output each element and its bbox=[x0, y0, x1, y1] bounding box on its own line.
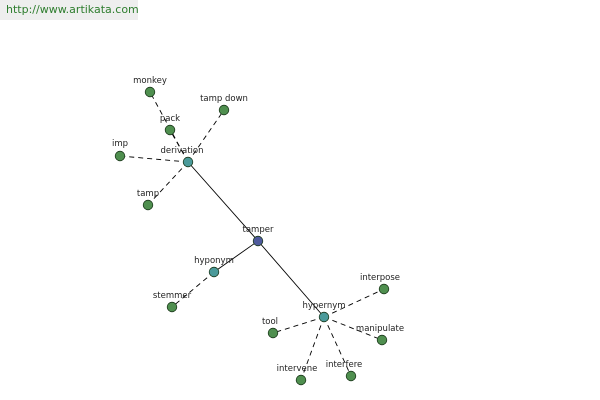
label-tamper: tamper bbox=[243, 225, 274, 235]
label-manipulate: manipulate bbox=[356, 324, 404, 334]
edge-hypernym-interfere bbox=[323, 316, 352, 377]
graph-labels: tamper derivation hyponym hypernym monkey pac… bbox=[112, 76, 404, 374]
node-tamper[interactable] bbox=[252, 235, 264, 247]
label-monkey: monkey bbox=[133, 76, 167, 86]
node-manipulate[interactable] bbox=[376, 334, 388, 346]
label-derivation: derivation bbox=[160, 146, 203, 156]
site-url[interactable]: http://www.artikata.com bbox=[0, 0, 139, 20]
label-intervene: intervene bbox=[277, 364, 318, 374]
edge-derivation-imp bbox=[119, 155, 189, 163]
edge-derivation-tamp bbox=[147, 161, 189, 206]
label-stemmer: stemmer bbox=[153, 291, 192, 301]
label-pack: pack bbox=[160, 114, 180, 124]
edge-derivation-pack bbox=[169, 129, 189, 163]
label-hypernym: hypernym bbox=[302, 301, 345, 311]
label-interfere: interfere bbox=[326, 360, 363, 370]
label-hyponym: hyponym bbox=[194, 256, 234, 266]
node-derivation[interactable] bbox=[182, 156, 194, 168]
edge-tamper-derivation bbox=[187, 161, 259, 242]
node-interpose[interactable] bbox=[378, 283, 390, 295]
label-tool: tool bbox=[262, 317, 278, 327]
node-interfere[interactable] bbox=[345, 370, 357, 382]
label-interpose: interpose bbox=[360, 273, 400, 283]
edge-tamper-hyponym bbox=[213, 240, 259, 273]
node-hypernym[interactable] bbox=[318, 311, 330, 323]
node-tamp[interactable] bbox=[142, 199, 154, 211]
edge-hypernym-intervene bbox=[300, 316, 325, 381]
edge-hypernym-tool bbox=[272, 316, 325, 334]
node-tool[interactable] bbox=[267, 327, 279, 339]
label-tamp: tamp bbox=[137, 189, 159, 199]
edge-derivation-tamp_down bbox=[187, 109, 225, 163]
label-tamp-down: tamp down bbox=[200, 94, 248, 104]
label-imp: imp bbox=[112, 139, 128, 149]
edge-hypernym-interpose bbox=[323, 288, 385, 318]
edge-tamper-hypernym bbox=[257, 240, 325, 318]
node-intervene[interactable] bbox=[295, 374, 307, 386]
graph-edges bbox=[119, 91, 385, 381]
node-stemmer[interactable] bbox=[166, 301, 178, 313]
node-hyponym[interactable] bbox=[208, 266, 220, 278]
graph-nodes bbox=[114, 86, 390, 386]
node-pack[interactable] bbox=[164, 124, 176, 136]
node-imp[interactable] bbox=[114, 150, 126, 162]
edge-hypernym-manipulate bbox=[323, 316, 383, 341]
node-tamp-down[interactable] bbox=[218, 104, 230, 116]
node-monkey[interactable] bbox=[144, 86, 156, 98]
edge-hyponym-stemmer bbox=[171, 271, 215, 308]
